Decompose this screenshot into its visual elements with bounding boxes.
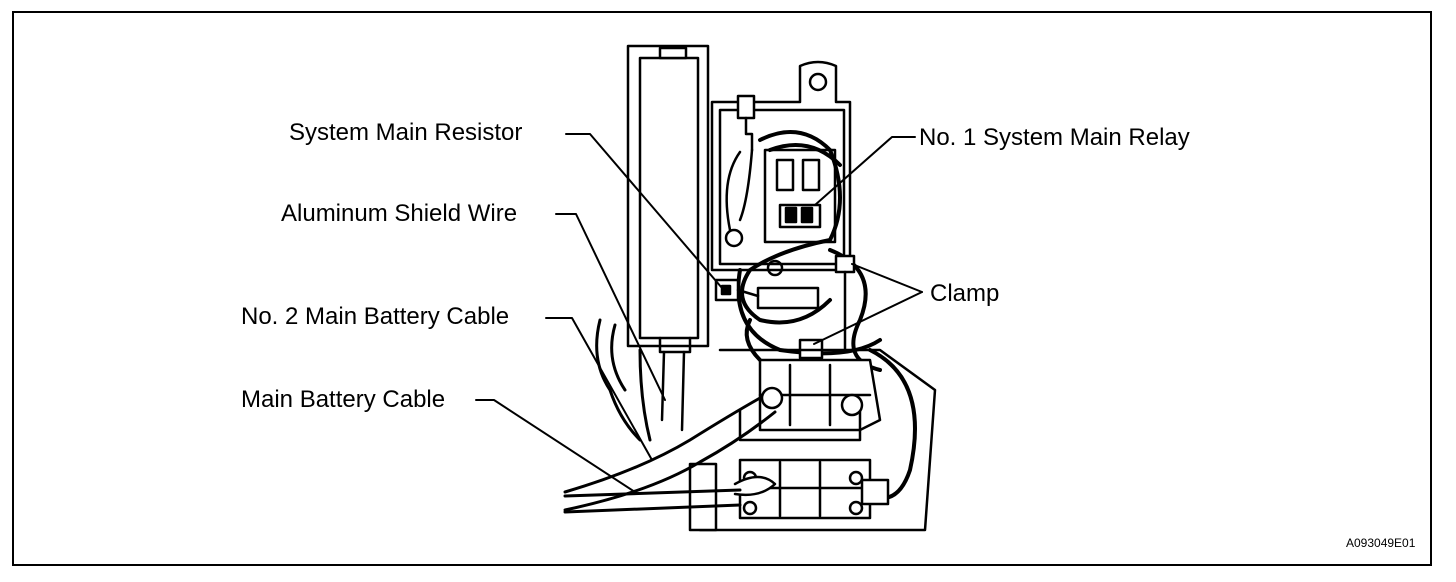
label-main-battery-cable: Main Battery Cable	[241, 386, 446, 413]
system-main-resistor-housing	[626, 44, 710, 432]
main-battery-cables	[563, 318, 777, 514]
label-no1-system-main-relay: No. 1 System Main Relay	[919, 124, 1190, 151]
lower-terminal-block	[733, 458, 890, 520]
no1-system-main-relay	[763, 148, 837, 244]
resistor-connector	[714, 259, 820, 310]
label-aluminum-shield-wire: Aluminum Shield Wire	[281, 200, 518, 227]
label-system-main-resistor: System Main Resistor	[289, 119, 523, 146]
leader-lines	[475, 133, 923, 495]
diagram-frame	[12, 11, 1432, 566]
upper-terminal-block	[738, 358, 882, 442]
base-plate	[688, 348, 937, 532]
figure-code: A093049E01	[1346, 536, 1416, 550]
label-no2-main-battery-cable: No. 2 Main Battery Cable	[241, 303, 510, 330]
label-clamp: Clamp	[930, 280, 1000, 307]
clamps	[798, 254, 856, 360]
top-connector	[724, 94, 756, 248]
